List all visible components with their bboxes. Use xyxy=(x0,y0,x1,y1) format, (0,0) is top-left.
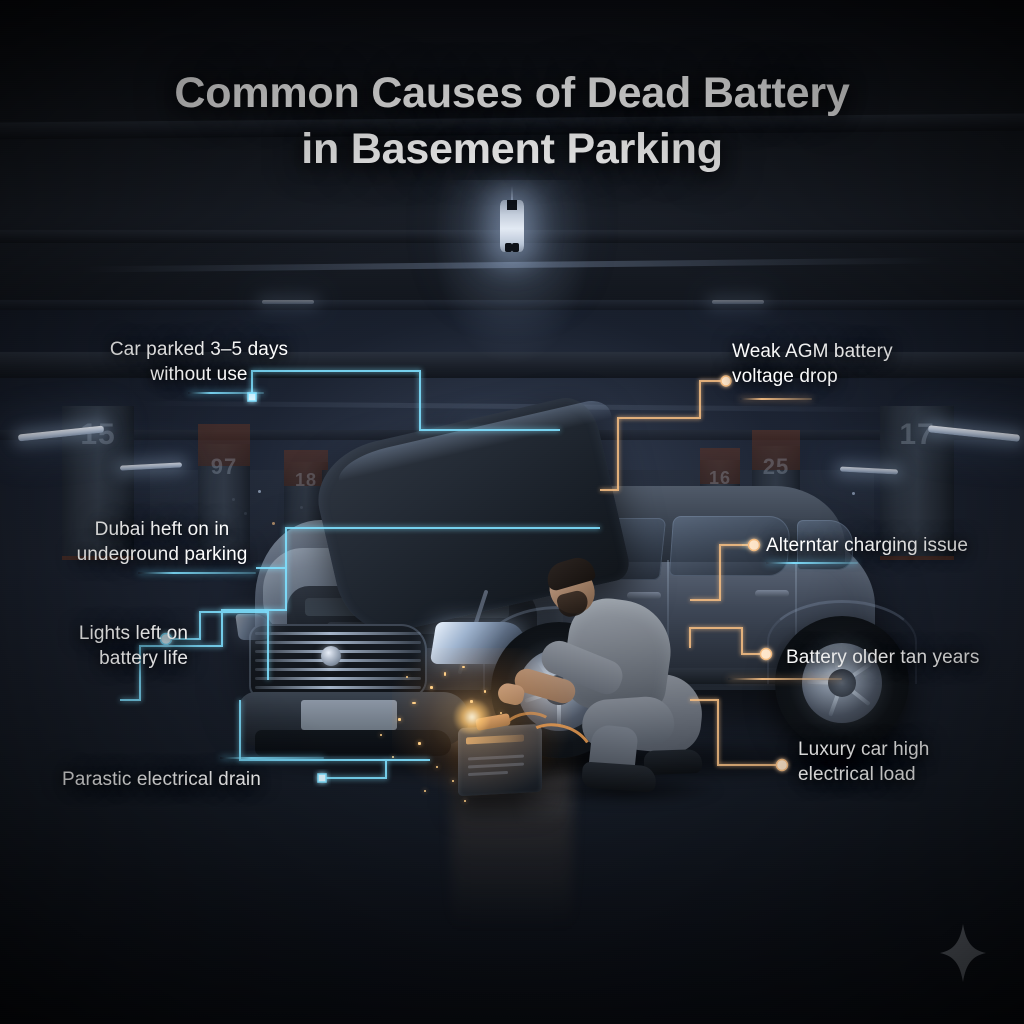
callout-label-lights-left-on: Lights left on battery life xyxy=(78,623,188,669)
mechanic-boot xyxy=(581,761,657,793)
callout-label-weak-agm: Weak AGM battery voltage drop xyxy=(732,341,893,387)
callout-label-luxury-load: Luxury car high electrical load xyxy=(798,739,930,785)
rear-wheel xyxy=(775,616,909,750)
callout-label-dubai-heat: Dubai heft on in undeground parking xyxy=(76,519,248,565)
lower-air-intake xyxy=(255,730,451,756)
fluorescent-light xyxy=(712,300,764,304)
ceiling-beam xyxy=(0,300,1024,310)
callout-rule-weak-agm xyxy=(740,398,812,400)
page-title: Common Causes of Dead Battery in Basemen… xyxy=(0,66,1024,178)
ceiling-lamp-notch xyxy=(500,240,524,252)
title-line-1: Common Causes of Dead Battery xyxy=(174,69,850,117)
callout-rule-alternator xyxy=(766,562,858,564)
callout-label-alternator: Alterntar charging issue xyxy=(766,535,969,556)
fluorescent-light xyxy=(262,300,314,304)
sparkle-icon xyxy=(940,924,986,982)
callout-rule-parasitic-drain xyxy=(220,757,324,759)
callout-rule-battery-age xyxy=(728,678,842,680)
callout-label-parked-days: Car parked 3–5 days without use xyxy=(109,339,289,385)
callout-rule-dubai-heat xyxy=(138,572,256,574)
spark-core xyxy=(452,700,492,734)
callout-label-parasitic-drain: Parastic electrical drain xyxy=(62,769,261,790)
door-handle xyxy=(755,590,789,597)
callout-label-battery-age: Battery older tan years xyxy=(786,647,980,668)
hood-emblem xyxy=(321,646,341,666)
title-line-2: in Basement Parking xyxy=(301,124,723,173)
callout-rule-parked-days xyxy=(188,392,264,394)
license-plate xyxy=(301,700,397,730)
